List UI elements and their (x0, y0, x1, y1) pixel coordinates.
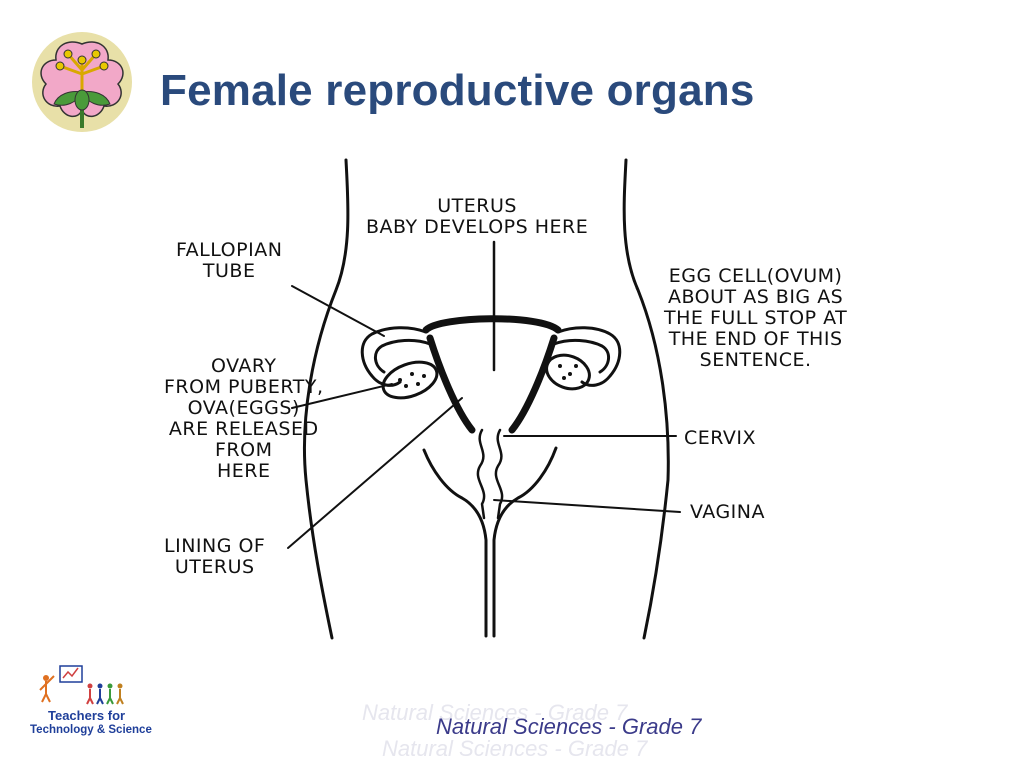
organisation-name-line2: Technology & Science (30, 724, 152, 736)
fallopian-tube-left (360, 326, 428, 387)
organisation-logo: Teachers for Technology & Science (30, 662, 152, 746)
ovary-right (545, 353, 591, 391)
uterus-wall-left (426, 334, 476, 434)
fallopian-tube-right (556, 326, 622, 387)
label-ovary: OVARY FROM PUBERTY, OVA(EGGS) ARE RELEAS… (164, 355, 324, 482)
teachers-figures-icon (39, 665, 124, 705)
leader-ovary (291, 383, 393, 409)
vagina-wall-right (494, 428, 504, 520)
organisation-name-line1: Teachers for (48, 708, 126, 723)
body-outline-left (303, 158, 350, 640)
fallopian-tube-left-inner (374, 338, 432, 374)
slide-title: Female reproductive organs (160, 66, 755, 115)
uterus-top (422, 315, 562, 334)
label-fallopian-tube: FALLOPIAN TUBE (176, 239, 283, 282)
label-cervix: CERVIX (684, 427, 757, 449)
footer-ghost-bottom: Natural Sciences - Grade 7 (382, 736, 648, 761)
ovary-left (381, 360, 439, 400)
vagina-wall-left (476, 428, 486, 520)
fallopian-tube-right-inner (552, 338, 610, 374)
thigh-right (492, 446, 558, 638)
label-egg-cell: EGG CELL(OVUM) ABOUT AS BIG AS THE FULL … (664, 265, 848, 371)
leader-fallopian (291, 285, 385, 337)
leader-vagina (493, 499, 681, 513)
thigh-left (422, 448, 488, 638)
leader-lining (287, 397, 463, 549)
label-uterus: UTERUS BABY DEVELOPS HERE (366, 195, 589, 238)
footer-ghost-top: Natural Sciences - Grade 7 (362, 700, 628, 725)
footer-text: Natural Sciences - Grade 7 (436, 714, 702, 739)
flower-logo-icon (32, 32, 132, 132)
label-lining-of-uterus: LINING OF UTERUS (164, 535, 266, 578)
body-outline-right (622, 158, 670, 640)
label-vagina: VAGINA (690, 501, 765, 523)
uterus-wall-right (508, 334, 558, 434)
